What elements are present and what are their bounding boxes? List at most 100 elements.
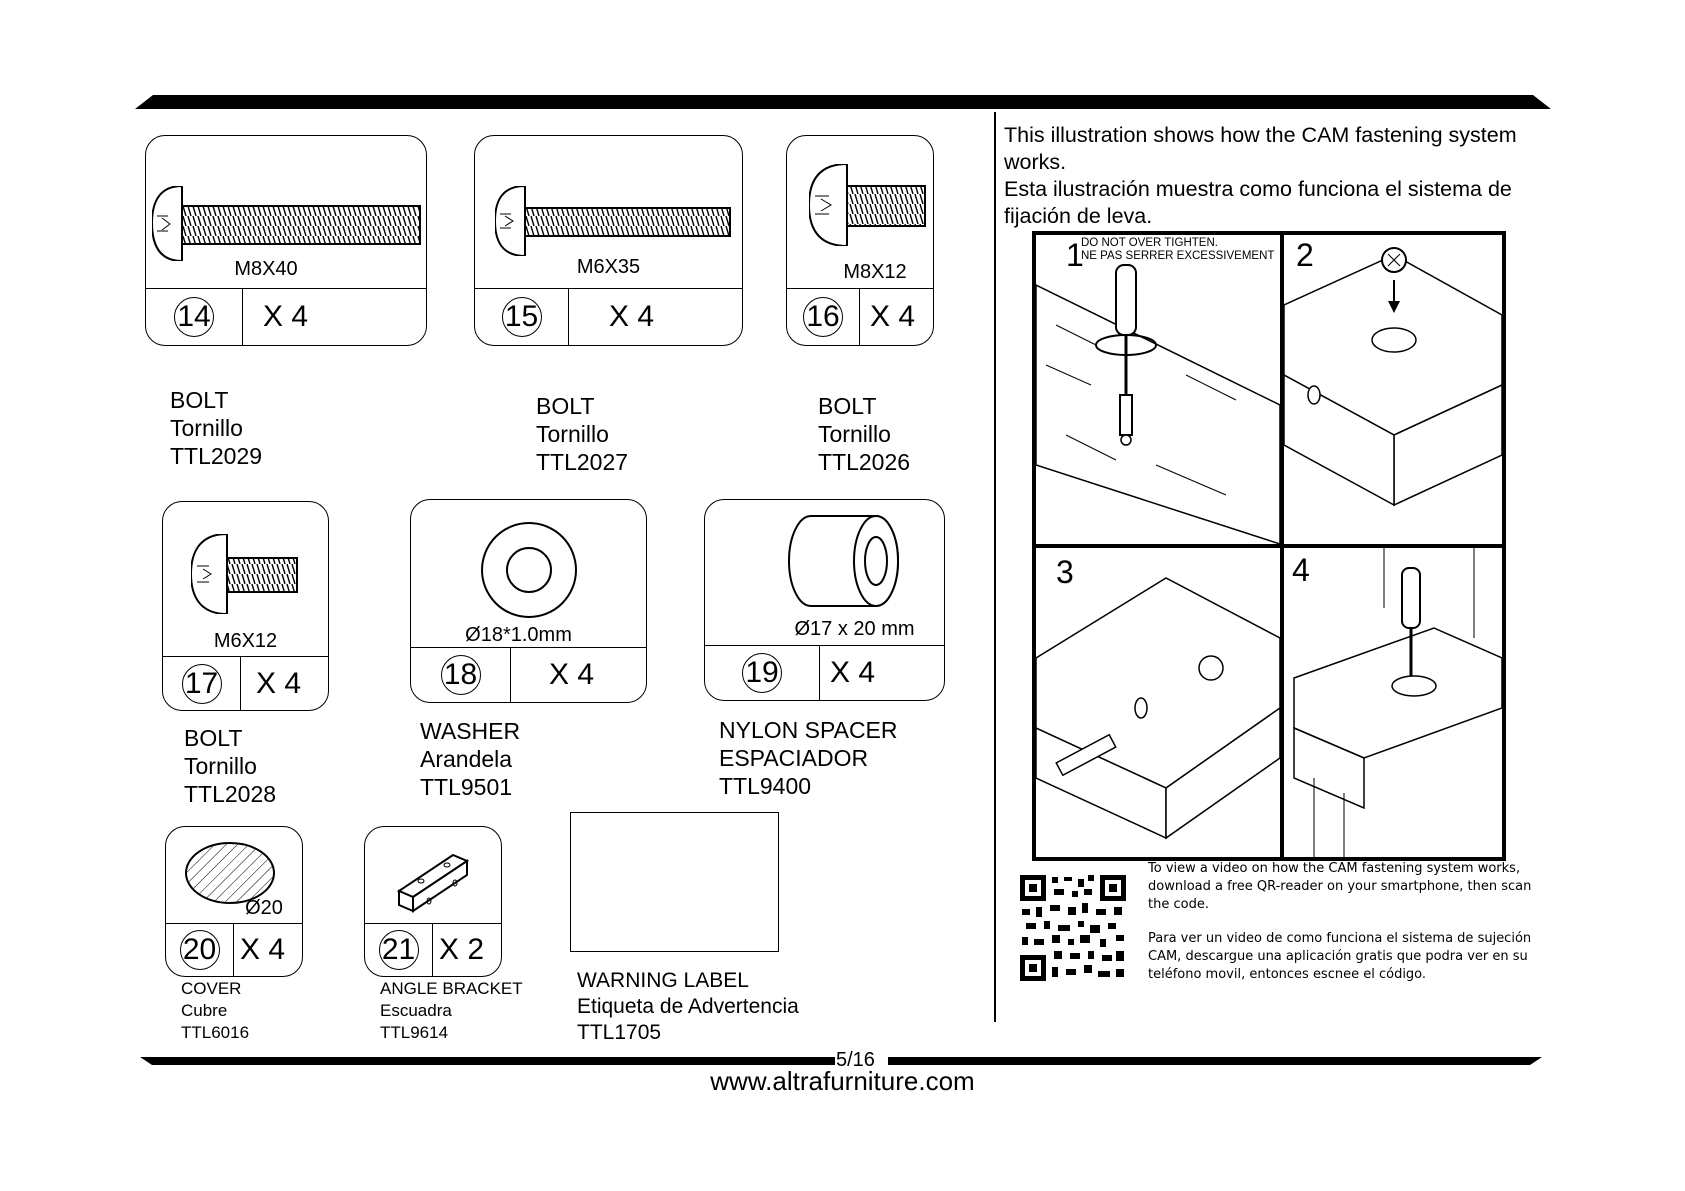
part-15-qty: X 4 [609,300,655,333]
part-15-label: BOLT Tornillo TTL2027 [536,392,628,476]
cam-step-4-panel: 4 [1280,544,1506,861]
header-bar [135,95,1551,109]
part-16-number: 16 [803,297,843,337]
screwdriver-tighten-icon [1036,264,1280,544]
part-20-label: COVER Cubre TTL6016 [181,978,249,1044]
part-17-card: M6X12 17 X 4 [162,501,329,711]
page-number: 5/16 [836,1049,875,1071]
qr-instructions-es: Para ver un video de como funciona el si… [1148,931,1532,982]
cam-warning-en: DO NOT OVER TIGHTEN. [1081,237,1218,249]
part-21-name-en: ANGLE BRACKET [380,979,523,998]
website-url[interactable]: www.altrafurniture.com [710,1066,975,1096]
part-21-code: TTL9614 [380,1023,449,1042]
cover-cap-icon [185,842,275,904]
part-18-size: Ø18*1.0mm [465,624,572,646]
warning-label-name-en: WARNING LABEL [577,969,749,992]
part-19-card: Ø17 x 20 mm 19 X 4 [704,499,945,701]
part-17-name-es: Tornillo [184,753,257,779]
part-15-code: TTL2027 [536,449,629,475]
part-15-card: M6X35 15 X 4 [474,135,743,346]
part-20-size: Ø20 [245,897,283,919]
cam-warning: DO NOT OVER TIGHTEN. NE PAS SERRER EXCES… [1081,237,1274,263]
angle-bracket-icon [396,853,470,913]
cam-intro: This illustration shows how the CAM fast… [1004,122,1550,230]
part-20-card: Ø20 20 X 4 [165,826,303,977]
cam-step-2-panel: 2 [1280,231,1506,548]
part-14-size: M8X40 [234,258,298,280]
part-18-name-es: Arandela [420,746,513,772]
part-19-label: NYLON SPACER ESPACIADOR TTL9400 [719,716,898,800]
cam-insert-icon [1284,247,1502,507]
cam-step-3-number: 3 [1056,554,1074,590]
bolt-m8x40-icon [152,186,421,261]
part-21-qty: X 2 [439,933,485,966]
part-19-code: TTL9400 [719,773,812,799]
part-14-code: TTL2029 [170,443,263,469]
cam-warning-fr: NE PAS SERRER EXCESSIVEMENT [1081,250,1275,262]
part-17-size: M6X12 [213,630,278,652]
part-20-name-es: Cubre [181,1001,228,1020]
part-20-name-en: COVER [181,979,242,998]
footer-bar-left [140,1057,835,1065]
cam-intro-es: Esta ilustración muestra como funciona e… [1004,177,1512,228]
warning-label-code: TTL1705 [577,1021,662,1044]
bolt-m6x35-icon [495,186,731,256]
part-17-name-en: BOLT [184,725,243,751]
part-21-name-es: Escuadra [380,1001,452,1020]
part-18-label: WASHER Arandela TTL9501 [420,717,520,801]
part-14-name-en: BOLT [170,387,229,413]
nylon-spacer-icon [788,515,899,607]
part-19-size: Ø17 x 20 mm [794,618,915,640]
part-16-qty: X 4 [870,300,916,333]
warning-label-text: WARNING LABEL Etiqueta de Advertencia TT… [577,968,799,1046]
qr-instructions-en: To view a video on how the CAM fastening… [1148,861,1532,912]
bolt-insert-icon [1036,577,1280,840]
part-17-number: 17 [181,663,222,704]
cam-intro-en: This illustration shows how the CAM fast… [1004,123,1517,174]
part-18-qty: X 4 [549,658,595,691]
part-15-size: M6X35 [576,256,641,278]
bolt-m6x12-icon [191,534,298,614]
part-18-code: TTL9501 [420,774,513,800]
part-16-name-en: BOLT [818,393,877,419]
cam-step-1-panel: 1 DO NOT OVER TIGHTEN. NE PAS SERRER EXC… [1032,231,1284,548]
part-16-code: TTL2026 [818,449,911,475]
cam-step-4-number: 4 [1292,552,1310,588]
part-21-number: 21 [378,930,419,970]
part-18-card: Ø18*1.0mm 18 X 4 [410,499,647,703]
part-19-qty: X 4 [830,656,876,689]
cam-lock-icon [1293,548,1502,857]
part-16-card: M8X12 16 X 4 [786,135,934,346]
bolt-m8x12-icon [809,164,926,246]
column-divider [994,112,996,1022]
part-18-name-en: WASHER [420,718,521,744]
part-14-qty: X 4 [263,300,309,333]
part-15-number: 15 [501,297,542,337]
part-18-number: 18 [440,655,481,695]
part-17-qty: X 4 [256,666,302,700]
qr-code-icon [1018,873,1128,983]
cam-step-1-number: 1 [1066,237,1084,273]
footer-bar-right [888,1057,1542,1065]
part-14-name-es: Tornillo [170,415,243,441]
part-16-size: M8X12 [843,261,907,283]
warning-label-box [570,812,779,952]
part-20-number: 20 [179,930,220,970]
part-19-name-es: ESPACIADOR [719,745,869,771]
part-17-code: TTL2028 [184,781,277,807]
part-20-qty: X 4 [240,933,286,966]
part-16-label: BOLT Tornillo TTL2026 [818,392,910,476]
part-14-number: 14 [174,297,214,337]
part-15-name-en: BOLT [536,393,595,419]
part-19-name-en: NYLON SPACER [719,717,898,743]
part-16-name-es: Tornillo [818,421,891,447]
part-19-number: 19 [742,653,782,693]
cam-step-3-panel: 3 [1032,544,1284,861]
part-14-label: BOLT Tornillo TTL2029 [170,386,262,470]
cam-steps-grid: 1 DO NOT OVER TIGHTEN. NE PAS SERRER EXC… [1032,231,1506,861]
part-17-label: BOLT Tornillo TTL2028 [184,724,276,808]
warning-label-name-es: Etiqueta de Advertencia [577,995,799,1018]
part-14-card: M8X40 14 X 4 [145,135,427,346]
part-15-name-es: Tornillo [536,421,609,447]
part-21-card: 21 X 2 [364,826,502,977]
